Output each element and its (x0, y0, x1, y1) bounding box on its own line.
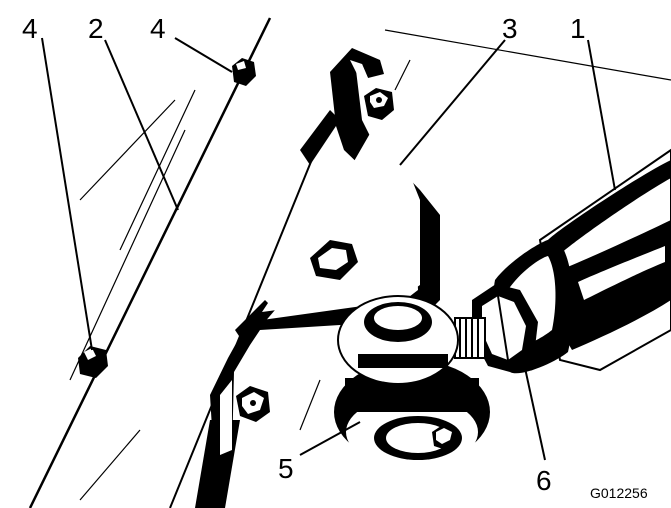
callout-4-top: 4 (150, 13, 166, 44)
nut-top (232, 58, 256, 86)
jam-nut (472, 284, 538, 372)
nut-left (78, 346, 108, 378)
threaded-stud (454, 317, 486, 359)
ball-joint (334, 295, 490, 468)
leader-lines (41, 37, 616, 461)
callout-3: 3 (502, 13, 518, 44)
hidden-nut (310, 240, 358, 280)
bracket (210, 48, 440, 462)
callout-5: 5 (278, 453, 294, 484)
background-lines (79, 29, 671, 501)
callout-2: 2 (88, 13, 104, 44)
callout-4-left: 4 (22, 13, 38, 44)
bracket-bolt-top (364, 88, 394, 120)
callout-6: 6 (536, 465, 552, 496)
callout-1: 1 (570, 13, 586, 44)
cylinder-rod (493, 148, 671, 374)
bracket-bolt-bottom (236, 386, 270, 422)
figure-code: G012256 (590, 485, 648, 501)
callout-labels: 4 2 4 3 1 5 6 G012256 (22, 13, 648, 501)
